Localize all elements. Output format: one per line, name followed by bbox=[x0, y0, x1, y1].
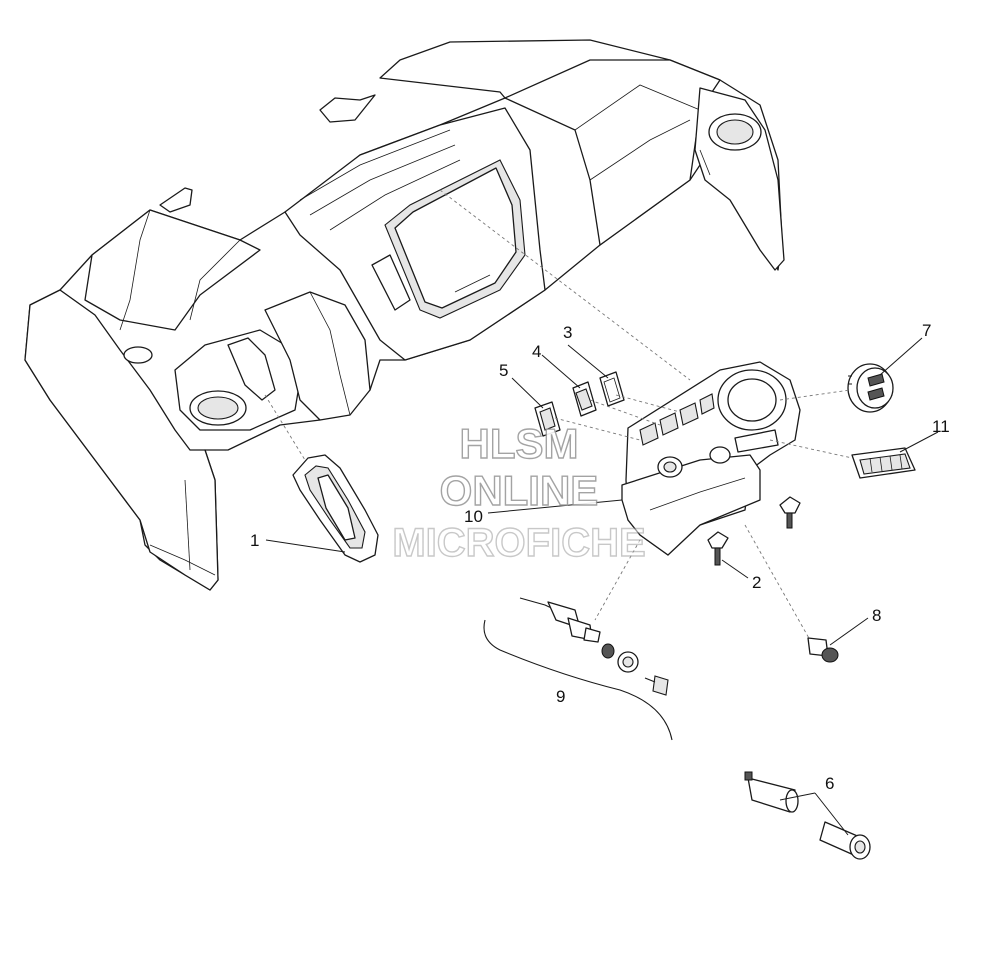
connector-part bbox=[851, 447, 916, 479]
callout-8: 8 bbox=[872, 606, 881, 625]
callout-3: 3 bbox=[563, 323, 572, 342]
dash-panel bbox=[24, 39, 785, 591]
ignition-part bbox=[483, 597, 673, 741]
callout-6: 6 bbox=[825, 774, 834, 793]
callout-5: 5 bbox=[499, 361, 508, 380]
watermark-line-3: MICROFICHE bbox=[392, 521, 645, 565]
assembly-lines bbox=[264, 189, 853, 641]
blank-plate-part bbox=[599, 371, 625, 407]
screws-part bbox=[707, 496, 801, 566]
watermark-line-2: ONLINE bbox=[440, 467, 599, 514]
callout-11: 11 bbox=[932, 417, 950, 436]
indicator-light-part bbox=[807, 637, 839, 663]
callout-10: 10 bbox=[464, 507, 483, 526]
leader-lines bbox=[265, 337, 939, 836]
grab-handle-part bbox=[292, 454, 379, 563]
usb-gauge-part bbox=[847, 363, 894, 413]
watermark: HLSM ONLINE MICROFICHE bbox=[392, 419, 647, 565]
callout-4: 4 bbox=[532, 342, 541, 361]
power-outlet-part bbox=[744, 771, 871, 860]
switch-panel bbox=[621, 361, 801, 556]
callout-1: 1 bbox=[250, 531, 259, 550]
callout-7: 7 bbox=[922, 321, 931, 340]
callout-9: 9 bbox=[556, 687, 565, 706]
switch-part bbox=[534, 401, 561, 437]
watermark-line-1: HLSM bbox=[460, 420, 579, 467]
callout-2: 2 bbox=[752, 573, 761, 592]
rocker-switch-part bbox=[572, 381, 597, 417]
